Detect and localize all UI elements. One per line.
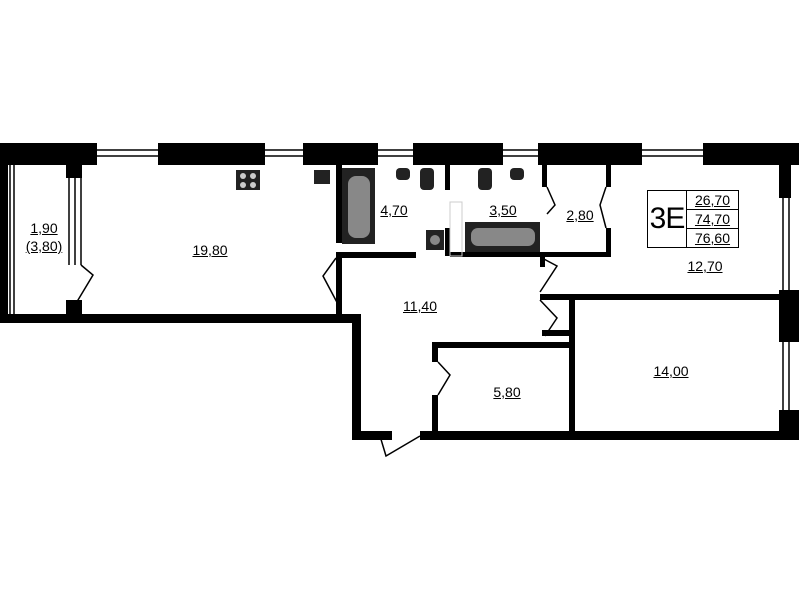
walls (0, 143, 799, 440)
sink-icon-2 (396, 168, 410, 180)
shaft (449, 201, 463, 257)
total-area: 74,70 (687, 210, 738, 229)
windows (9, 149, 790, 410)
room-area-living: 19,80 (192, 242, 228, 258)
living-area-total: 26,70 (687, 191, 738, 210)
room-area-bathroom: 4,70 (380, 202, 408, 218)
room-area-loggia-full: (3,80) (25, 238, 63, 254)
room-area-hall: 11,40 (403, 298, 437, 314)
toilet-icon (420, 168, 434, 190)
total-area-with-loggia: 76,60 (694, 230, 731, 246)
doors (74, 186, 607, 458)
toilet-icon-2 (478, 168, 492, 190)
sink-icon (314, 170, 330, 184)
stove-icon (236, 170, 260, 190)
room-area-bedroom-1: 12,70 (687, 258, 723, 274)
room-area-loggia: 1,90 (30, 220, 58, 236)
apartment-legend: 3E 26,70 74,70 76,60 (647, 190, 739, 248)
room-area-closet: 5,80 (493, 384, 521, 400)
apartment-code: 3E (648, 191, 687, 247)
room-area-bedroom-2: 14,00 (653, 363, 689, 379)
sink-icon-3 (510, 168, 524, 180)
room-area-storage: 2,80 (566, 207, 594, 223)
fixtures (236, 168, 540, 257)
room-area-wc: 3,50 (489, 202, 517, 218)
